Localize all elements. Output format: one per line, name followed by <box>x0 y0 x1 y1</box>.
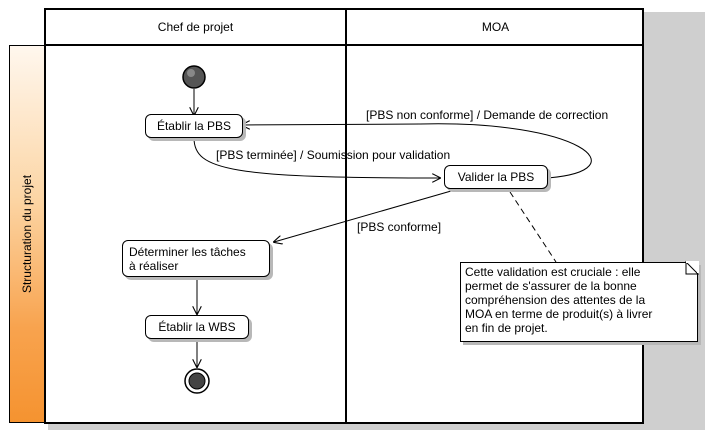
action-etablir-pbs[interactable]: Établir la PBS <box>145 114 243 138</box>
partition-band <box>9 45 45 423</box>
initial-node <box>182 65 206 89</box>
edge-label-terminee: [PBS terminée] / Soumission pour validat… <box>216 148 451 162</box>
action-label: Établir la WBS <box>158 320 236 334</box>
swimlane-frame <box>44 8 644 424</box>
action-label-line1: Déterminer les tâches <box>129 244 246 259</box>
action-label-line2: à réaliser <box>129 258 179 273</box>
edge-validate-to-pbs <box>242 124 592 179</box>
note-line: permet de s'assurer de la bonne <box>465 279 637 293</box>
edge-pbs-to-validate <box>193 137 440 178</box>
lane-header-moa: MOA <box>347 8 644 46</box>
note-line: compréhension des attentes de la <box>465 293 646 307</box>
note: Cette validation est cruciale : elle per… <box>460 262 698 342</box>
note-line: Cette validation est cruciale : elle <box>465 265 641 279</box>
note-line: en fin de projet. <box>465 321 548 335</box>
action-valider-pbs[interactable]: Valider la PBS <box>444 165 548 189</box>
action-etablir-wbs[interactable]: Établir la WBS <box>145 315 249 339</box>
note-line: MOA en terme de produit(s) à livrer <box>465 307 653 321</box>
action-determiner-taches[interactable]: Déterminer les tâches à réaliser <box>122 240 270 277</box>
action-label: Valider la PBS <box>457 170 535 184</box>
lane-header-chef-de-projet: Chef de projet <box>46 8 345 46</box>
note-anchor-line <box>509 191 557 263</box>
lane-header-label: Chef de projet <box>157 20 234 34</box>
action-label: Établir la PBS <box>156 119 232 133</box>
lane-header-label: MOA <box>481 20 510 34</box>
lane-divider <box>345 8 347 424</box>
edge-validate-to-tasks <box>274 188 459 242</box>
swimlane-header-band <box>44 8 644 46</box>
edge-label-non-conforme: [PBS non conforme] / Demande de correcti… <box>366 108 609 122</box>
edge-label-conforme: [PBS conforme] <box>357 220 442 234</box>
